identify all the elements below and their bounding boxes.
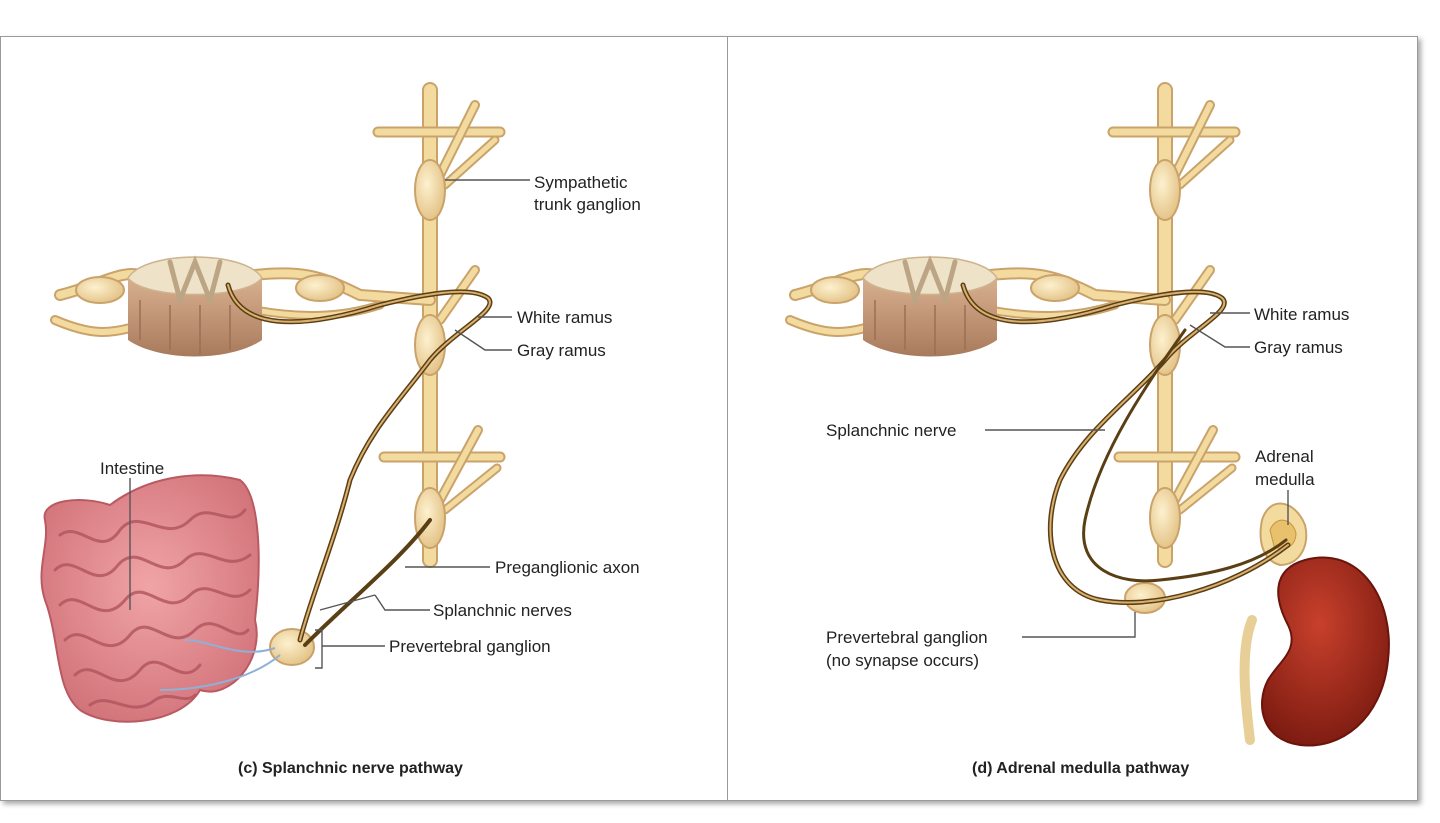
- splanchnic-nerve-highlight: [962, 284, 1289, 604]
- label-gray-ramus: Gray ramus: [517, 341, 606, 360]
- label-trunk-ganglion: trunk ganglion: [534, 195, 641, 214]
- leader-prevertebral: [315, 629, 385, 669]
- label-medulla: medulla: [1255, 470, 1315, 489]
- splanchnic-nerve-highlight: [227, 284, 491, 641]
- leader-gray-ramus: [454, 329, 512, 351]
- label-gray-ramus: Gray ramus: [1254, 338, 1343, 357]
- caption-panel-d: (d) Adrenal medulla pathway: [972, 760, 1189, 777]
- leader-splanchnic-nerves: [319, 594, 430, 611]
- splanchnic-nerve-path: [960, 282, 1291, 605]
- kidney-illustration: [1239, 556, 1390, 747]
- panel-c-splanchnic-nerve-pathway: Sympathetic trunk ganglion White ramus G…: [40, 90, 641, 777]
- label-intestine: Intestine: [100, 459, 164, 478]
- caption-panel-c: (c) Splanchnic nerve pathway: [238, 760, 463, 777]
- label-preganglionic-axon: Preganglionic axon: [495, 558, 640, 577]
- panel-divider: [727, 36, 728, 801]
- postganglionic-fiber: [159, 654, 281, 691]
- splanchnic-nerve-path-2: [303, 518, 432, 647]
- prevertebral-ganglion-shape: [269, 628, 315, 666]
- adrenal-medulla-illustration: [1259, 502, 1308, 567]
- splanchnic-nerve-branch: [1082, 328, 1288, 583]
- label-adrenal: Adrenal: [1255, 447, 1314, 466]
- label-splanchnic-nerve: Splanchnic nerve: [826, 421, 956, 440]
- leader-prevertebral: [1022, 612, 1136, 638]
- label-sympathetic: Sympathetic: [534, 173, 628, 192]
- intestine-illustration: [40, 474, 260, 723]
- label-prevertebral-ganglion: Prevertebral ganglion: [389, 637, 551, 656]
- sympathetic-trunk-illustration: [790, 90, 1235, 560]
- postganglionic-fiber: [184, 639, 276, 653]
- label-white-ramus: White ramus: [1254, 305, 1349, 324]
- label-white-ramus: White ramus: [517, 308, 612, 327]
- label-splanchnic-nerves: Splanchnic nerves: [433, 601, 572, 620]
- panel-d-adrenal-medulla-pathway: White ramus Gray ramus Splanchnic nerve …: [790, 90, 1390, 777]
- leader-gray-ramus: [1189, 324, 1250, 348]
- label-prevertebral-ganglion: Prevertebral ganglion: [826, 628, 988, 647]
- sympathetic-trunk-illustration: [55, 90, 500, 560]
- label-no-synapse: (no synapse occurs): [826, 651, 979, 670]
